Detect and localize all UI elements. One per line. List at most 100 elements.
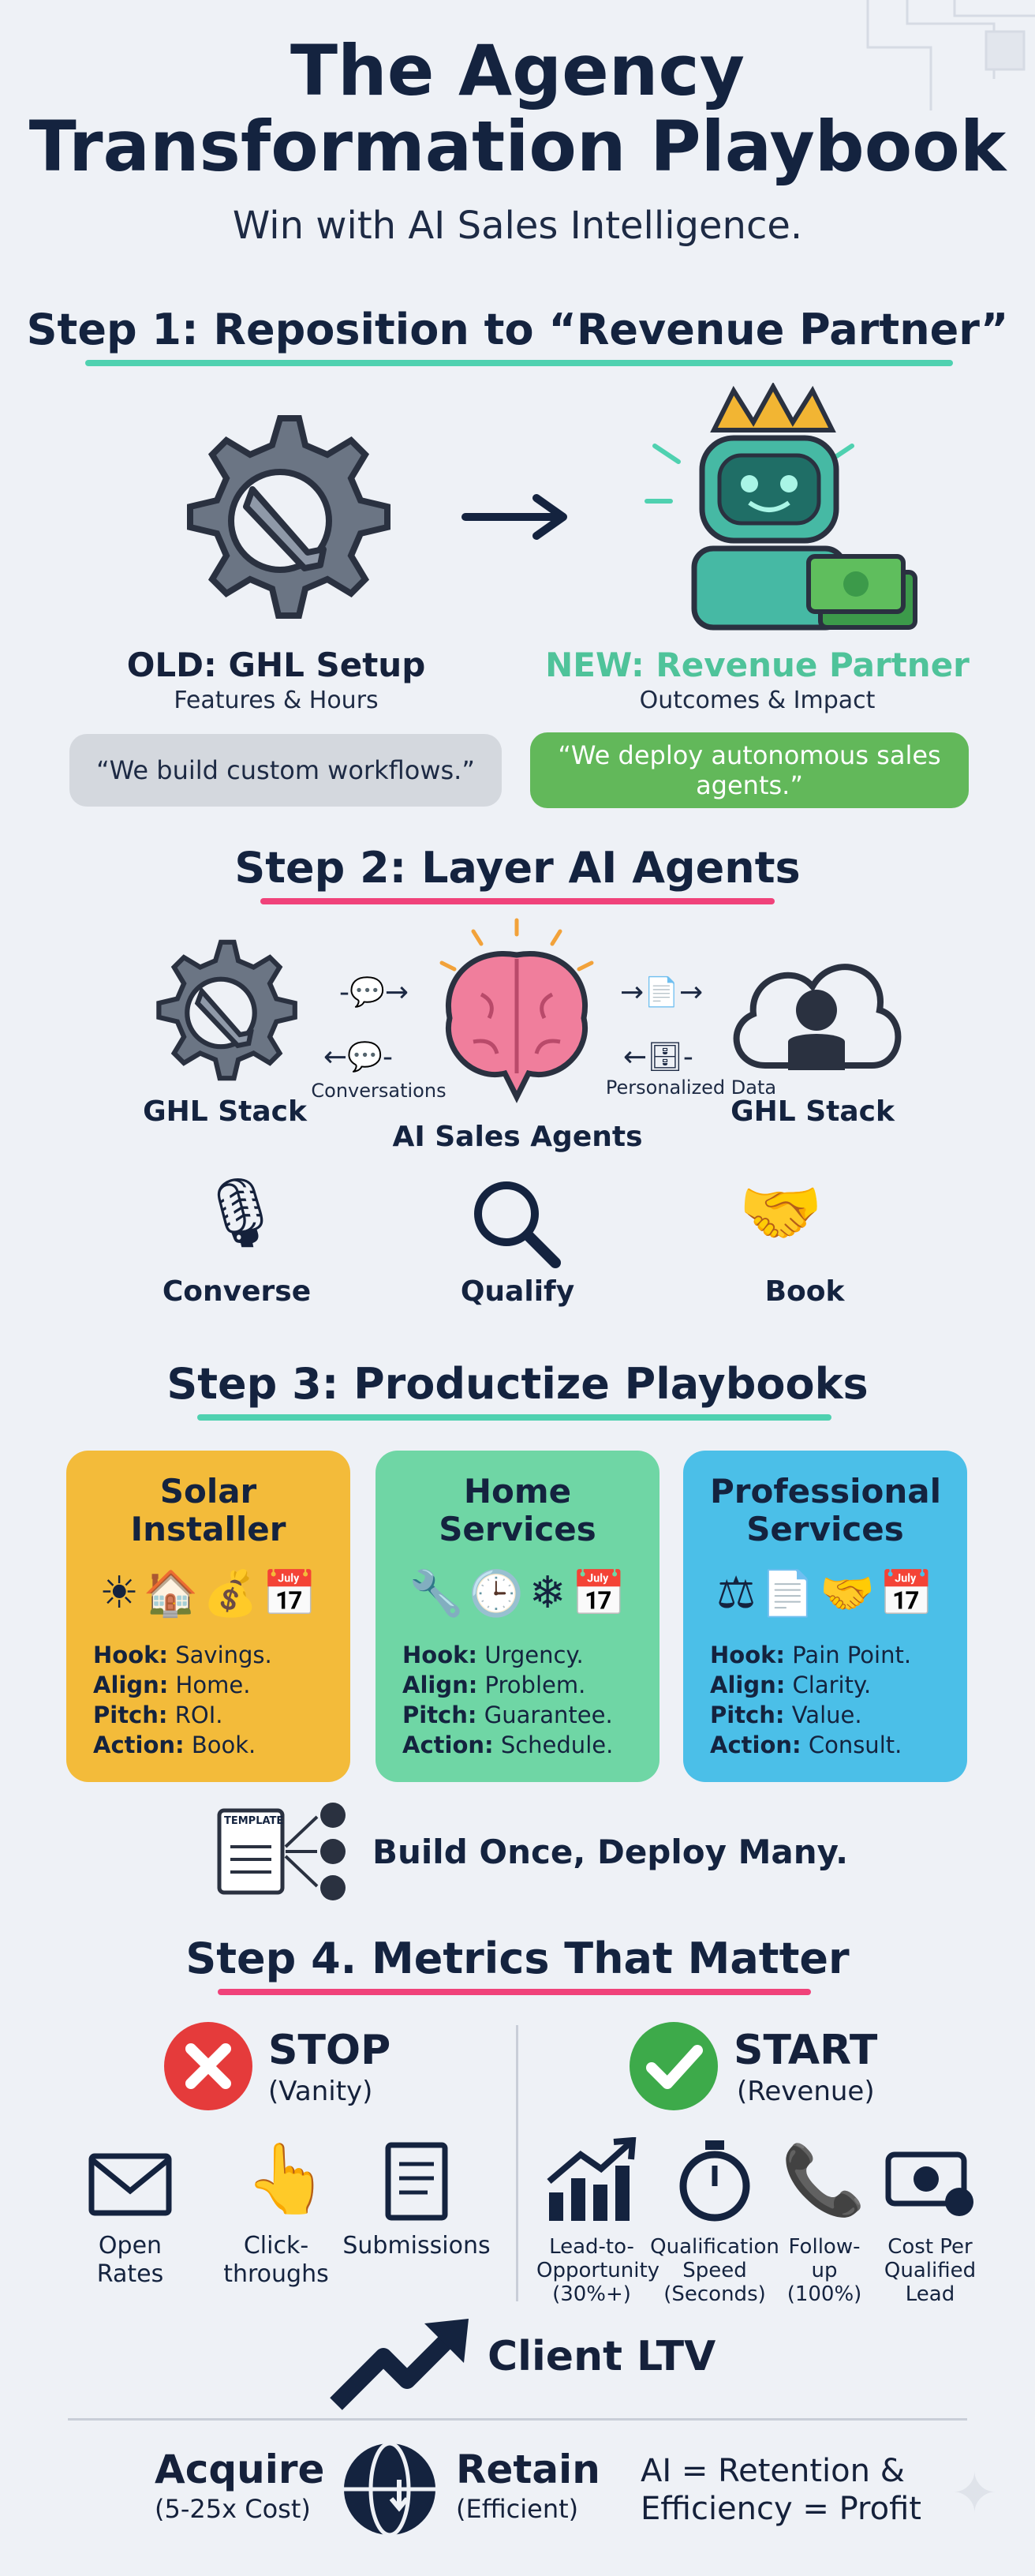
action-value: Book. bbox=[191, 1732, 256, 1758]
envelope-icon bbox=[88, 2153, 172, 2216]
hook-key: Hook: bbox=[710, 1642, 786, 1668]
step4-underline bbox=[218, 1989, 811, 1995]
right-stack-label: GHL Stack bbox=[730, 1095, 895, 1128]
document-arrow-right-icon: →📄→ bbox=[620, 976, 704, 1009]
metric-follow-up: Follow-up(100%) bbox=[781, 2235, 868, 2306]
handshake-icon: 🤝 bbox=[820, 1568, 875, 1619]
follow-l1: Follow- bbox=[788, 2235, 861, 2259]
stopwatch-icon bbox=[679, 2140, 750, 2222]
start-label: START bbox=[734, 2027, 878, 2074]
hook-value: Urgency. bbox=[484, 1642, 584, 1668]
hook-value: Savings. bbox=[175, 1642, 272, 1668]
align-value: Home. bbox=[175, 1672, 251, 1698]
document-icon: 📄 bbox=[760, 1568, 816, 1619]
new-sublabel: Outcomes & Impact bbox=[639, 687, 876, 714]
database-arrow-left-icon: ←🗄- bbox=[623, 1041, 693, 1073]
hook-key: Hook: bbox=[402, 1642, 478, 1668]
card-professional-title: Professional Services bbox=[710, 1472, 941, 1548]
step2-title: Step 2: Layer AI Agents bbox=[234, 843, 801, 893]
robot-crown-money-icon bbox=[645, 383, 917, 631]
new-quote-bubble: “We deploy autonomous sales agents.” bbox=[530, 732, 969, 808]
lead-l3: (30%+) bbox=[552, 2282, 631, 2306]
qual-l2: Speed bbox=[682, 2259, 747, 2282]
action-converse: Converse bbox=[162, 1275, 312, 1308]
action-key: Action: bbox=[93, 1732, 185, 1758]
hook-value: Pain Point. bbox=[792, 1642, 912, 1668]
card-home-icons: 🔧🕒❄📅 bbox=[409, 1567, 626, 1619]
metrics-divider bbox=[516, 2025, 518, 2301]
pitch-value: ROI. bbox=[174, 1702, 223, 1728]
cost-l3: Lead bbox=[905, 2282, 955, 2306]
acquire-label: Acquire bbox=[155, 2447, 325, 2492]
template-label: TEMPLATE bbox=[224, 1815, 284, 1827]
align-key: Align: bbox=[402, 1672, 478, 1698]
step1-title: Step 1: Reposition to “Revenue Partner” bbox=[26, 305, 1009, 354]
template-deploy-icon bbox=[217, 1803, 346, 1900]
step2-underline bbox=[260, 898, 775, 904]
ai-sales-agents-label: AI Sales Agents bbox=[392, 1121, 643, 1153]
equation-line-2: Efficiency = Profit bbox=[641, 2491, 921, 2527]
card-professional-icons: ⚖📄🤝📅 bbox=[716, 1567, 934, 1619]
microphone-icon: 🎙 bbox=[197, 1174, 284, 1252]
cost-l2: Qualified bbox=[884, 2259, 977, 2282]
calendar-icon: 📅 bbox=[879, 1568, 934, 1619]
align-value: Problem. bbox=[484, 1672, 586, 1698]
start-check-icon bbox=[630, 2022, 718, 2110]
align-value: Clarity. bbox=[792, 1672, 872, 1698]
pointer-click-icon: 👆 bbox=[245, 2140, 330, 2218]
qual-l1: Qualification bbox=[650, 2235, 779, 2259]
card-home: Home Services 🔧🕒❄📅 Hook: Urgency. Align:… bbox=[376, 1451, 659, 1782]
metric-lead-to-opportunity: Lead-to-Opportunity(30%+) bbox=[536, 2235, 659, 2306]
title-line-2: Transformation Playbook bbox=[28, 106, 1007, 187]
circuit-decoration bbox=[866, 0, 1035, 110]
calendar-icon: 📅 bbox=[571, 1568, 626, 1619]
pitch-value: Value. bbox=[791, 1702, 862, 1728]
phone-check-icon: 📞 bbox=[781, 2141, 866, 2220]
stop-x-icon bbox=[164, 2022, 252, 2110]
old-label: OLD: GHL Setup bbox=[126, 646, 426, 684]
equation-line-1: AI = Retention & bbox=[641, 2453, 905, 2489]
title-line-1: The Agency bbox=[290, 30, 745, 111]
cloud-gear-database-icon bbox=[733, 964, 902, 1070]
card-solar-icons: ☀🏠💰📅 bbox=[99, 1567, 317, 1619]
step3-title: Step 3: Productize Playbooks bbox=[166, 1359, 869, 1409]
magnifier-icon bbox=[474, 1181, 561, 1268]
action-book: Book bbox=[764, 1275, 845, 1308]
trend-up-arrow-icon bbox=[330, 2319, 469, 2410]
hook-key: Hook: bbox=[93, 1642, 169, 1668]
align-key: Align: bbox=[93, 1672, 169, 1698]
arrow-right-icon bbox=[461, 494, 567, 540]
card-solar: Solar Installer ☀🏠💰📅 Hook: Savings. Alig… bbox=[66, 1451, 350, 1782]
sparkle-icon: ✦ bbox=[951, 2461, 998, 2525]
chat-arrow-left-icon: ←💬- bbox=[323, 1041, 393, 1073]
build-once-text: Build Once, Deploy Many. bbox=[372, 1833, 849, 1871]
brain-icon bbox=[439, 918, 594, 1103]
old-quote-bubble: “We build custom workflows.” bbox=[69, 734, 502, 807]
conversations-label: Conversations bbox=[311, 1080, 447, 1102]
cost-dollar-icon bbox=[885, 2151, 973, 2216]
money-bag-icon: 💰 bbox=[203, 1568, 258, 1619]
stop-sublabel: (Vanity) bbox=[268, 2076, 373, 2107]
client-ltv-label: Client LTV bbox=[488, 2333, 716, 2380]
step4-title: Step 4. Metrics That Matter bbox=[185, 1934, 850, 1983]
new-label: NEW: Revenue Partner bbox=[545, 646, 970, 684]
handshake-icon: 🤝 bbox=[738, 1174, 824, 1252]
pitch-key: Pitch: bbox=[93, 1702, 168, 1728]
document-form-icon bbox=[385, 2142, 448, 2221]
action-qualify: Qualify bbox=[460, 1275, 575, 1308]
sun-icon: ☀ bbox=[99, 1567, 140, 1619]
start-sublabel: (Revenue) bbox=[737, 2076, 875, 2107]
step1-underline bbox=[85, 360, 953, 366]
growth-chart-icon bbox=[547, 2137, 637, 2221]
left-stack-label: GHL Stack bbox=[143, 1095, 307, 1128]
metric-submissions: Submissions bbox=[342, 2232, 491, 2260]
retain-label: Retain bbox=[456, 2447, 600, 2492]
follow-l2: up bbox=[811, 2259, 838, 2282]
lead-l2: Opportunity bbox=[536, 2259, 660, 2282]
action-value: Consult. bbox=[808, 1732, 902, 1758]
old-sublabel: Features & Hours bbox=[174, 687, 379, 714]
pitch-value: Guarantee. bbox=[484, 1702, 613, 1728]
page-subtitle: Win with AI Sales Intelligence. bbox=[232, 204, 803, 248]
